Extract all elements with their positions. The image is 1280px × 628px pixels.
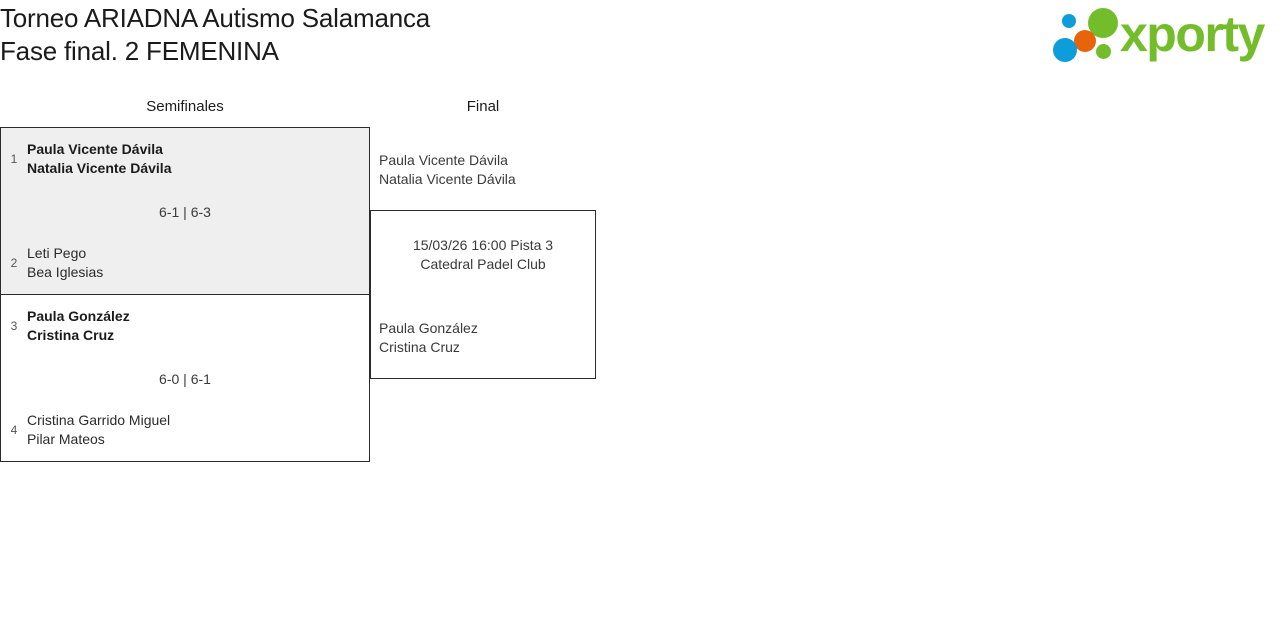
- logo-wordmark: xporty: [1120, 6, 1265, 62]
- team-row[interactable]: 1 Paula Vicente Dávila Natalia Vicente D…: [1, 140, 369, 178]
- xporty-logo[interactable]: xporty: [1050, 6, 1274, 64]
- page-header: Torneo ARIADNA Autismo Salamanca Fase fi…: [0, 0, 1280, 80]
- match-score: 6-0 | 6-1: [159, 371, 211, 387]
- seed-number: 1: [10, 152, 18, 166]
- match-card-final[interactable]: Paula Vicente Dávila Natalia Vicente Dáv…: [370, 152, 596, 379]
- logo-dot-orange-icon: [1074, 30, 1096, 52]
- page-title: Torneo ARIADNA Autismo Salamanca Fase fi…: [0, 3, 431, 66]
- team-row[interactable]: 4 Cristina Garrido Miguel Pilar Mateos: [1, 411, 369, 449]
- logo-dot-blue-small-icon: [1062, 14, 1076, 28]
- final-team-bottom: Paula González Cristina Cruz: [379, 320, 478, 355]
- logo-dot-blue-large-icon: [1053, 38, 1077, 62]
- team-row[interactable]: 3 Paula González Cristina Cruz: [1, 307, 369, 345]
- match-card-semifinal-2[interactable]: 3 Paula González Cristina Cruz 6-0 | 6-1…: [0, 294, 370, 462]
- final-team-top: Paula Vicente Dávila Natalia Vicente Dáv…: [379, 152, 516, 187]
- team-names: Leti Pego Bea Iglesias: [27, 245, 104, 280]
- logo-dot-green-small-icon: [1096, 44, 1111, 59]
- team-row[interactable]: 2 Leti Pego Bea Iglesias: [1, 244, 369, 282]
- match-card-semifinal-1[interactable]: 1 Paula Vicente Dávila Natalia Vicente D…: [0, 127, 370, 295]
- final-match-info: 15/03/26 16:00 Pista 3 Catedral Padel Cl…: [412, 237, 554, 272]
- team-names: Paula Vicente Dávila Natalia Vicente Dáv…: [27, 141, 172, 176]
- seed-number: 4: [10, 423, 18, 437]
- team-names: Cristina Garrido Miguel Pilar Mateos: [27, 412, 171, 447]
- match-score: 6-1 | 6-3: [159, 204, 211, 220]
- team-names: Paula González Cristina Cruz: [27, 308, 130, 343]
- round-header-final: Final: [466, 98, 500, 115]
- round-header-semifinales: Semifinales: [146, 98, 224, 115]
- seed-number: 3: [10, 319, 18, 333]
- seed-number: 2: [10, 256, 18, 270]
